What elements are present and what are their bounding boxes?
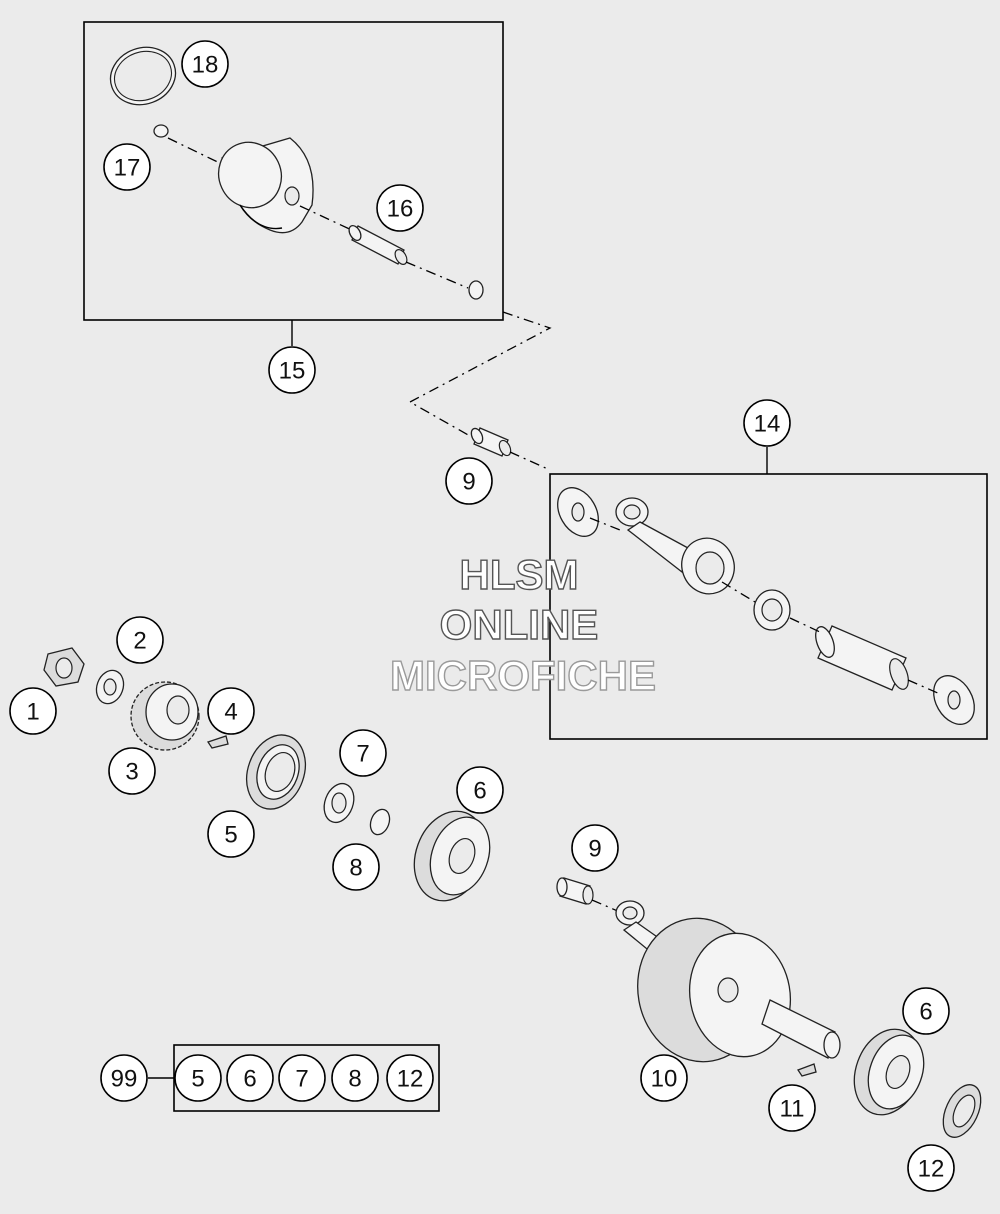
callout-9-label: 9: [462, 469, 475, 496]
callout-99-label: 99: [111, 1066, 138, 1093]
callout-14[interactable]: 14: [743, 399, 791, 447]
shaft-seal-drawing: [246, 734, 306, 810]
callout-15-label: 15: [279, 358, 306, 385]
callout-7-label: 7: [356, 741, 369, 768]
kit-item-6-label: 6: [243, 1066, 256, 1093]
kit-item-7-label: 7: [295, 1066, 308, 1093]
ball-bearing-drawing-2: [853, 1028, 925, 1116]
callout-4[interactable]: 4: [207, 687, 255, 735]
nut-drawing: [43, 647, 85, 687]
callout-8-label: 8: [349, 855, 362, 882]
callout-18-label: 18: [192, 52, 219, 79]
callout-15[interactable]: 15: [268, 346, 316, 394]
connecting-rod-drawing: [557, 487, 975, 725]
callout-11[interactable]: 11: [768, 1084, 816, 1132]
callout-17[interactable]: 17: [103, 143, 151, 191]
shaft-seal-drawing-2: [942, 1084, 982, 1138]
kit-item-7[interactable]: 7: [278, 1054, 326, 1102]
watermark-line-3: MICROFICHE: [390, 652, 656, 699]
callout-9-label: 9: [588, 836, 601, 863]
callout-6[interactable]: 6: [456, 766, 504, 814]
watermark-line-1: HLSM: [460, 551, 579, 598]
callout-5[interactable]: 5: [207, 810, 255, 858]
callout-3[interactable]: 3: [108, 747, 156, 795]
kit-item-5-label: 5: [191, 1066, 204, 1093]
callout-2[interactable]: 2: [116, 616, 164, 664]
callout-12[interactable]: 12: [907, 1144, 955, 1192]
circlip-drawing: [153, 124, 169, 138]
callout-10-label: 10: [651, 1066, 678, 1093]
o-ring-drawing: [369, 808, 391, 836]
callout-6-label: 6: [473, 778, 486, 805]
callout-18[interactable]: 18: [181, 40, 229, 88]
callout-14-label: 14: [754, 411, 781, 438]
callout-10[interactable]: 10: [640, 1054, 688, 1102]
callout-8[interactable]: 8: [332, 843, 380, 891]
callout-4-label: 4: [224, 699, 237, 726]
washer-drawing: [95, 669, 125, 705]
callout-99[interactable]: 99: [100, 1054, 148, 1102]
callout-3-label: 3: [125, 759, 138, 786]
kit-item-12[interactable]: 12: [386, 1054, 434, 1102]
piston-group-box: [83, 21, 504, 321]
ball-bearing-drawing: [413, 810, 491, 902]
connecting-rod-box: [549, 473, 988, 740]
watermark-line-2: ONLINE: [440, 601, 599, 648]
callout-11-label: 11: [780, 1096, 805, 1123]
circlip-drawing-2: [468, 280, 484, 300]
kit-item-6[interactable]: 6: [226, 1054, 274, 1102]
key-drawing-2: [797, 1063, 817, 1077]
callout-7[interactable]: 7: [339, 729, 387, 777]
repair-kit-box: [173, 1044, 440, 1112]
callout-6-label: 6: [919, 999, 932, 1026]
callout-1[interactable]: 1: [9, 687, 57, 735]
key-drawing: [206, 735, 229, 749]
needle-bearing-drawing-2: [556, 877, 594, 905]
callout-9[interactable]: 9: [445, 457, 493, 505]
callout-1-label: 1: [26, 699, 39, 726]
callout-17-label: 17: [114, 155, 141, 182]
kit-item-8[interactable]: 8: [331, 1054, 379, 1102]
watermark: HLSM ONLINE MICROFICHE: [389, 550, 656, 699]
callout-12-label: 12: [918, 1156, 945, 1183]
needle-bearing-drawing: [470, 427, 512, 457]
shim-washer-drawing: [323, 782, 355, 824]
callout-2-label: 2: [133, 628, 146, 655]
callout-16-label: 16: [387, 196, 414, 223]
kit-item-8-label: 8: [348, 1066, 361, 1093]
callout-9[interactable]: 9: [571, 824, 619, 872]
kit-item-5[interactable]: 5: [174, 1054, 222, 1102]
callout-16[interactable]: 16: [376, 184, 424, 232]
callout-5-label: 5: [224, 822, 237, 849]
crankshaft-drawing: [615, 900, 841, 1063]
gear-drawing: [130, 681, 200, 751]
piston-ring-drawing: [109, 46, 177, 106]
piston-drawing: [217, 137, 314, 234]
piston-pin-drawing: [348, 224, 408, 265]
callout-6[interactable]: 6: [902, 987, 950, 1035]
kit-item-12-label: 12: [397, 1066, 424, 1093]
